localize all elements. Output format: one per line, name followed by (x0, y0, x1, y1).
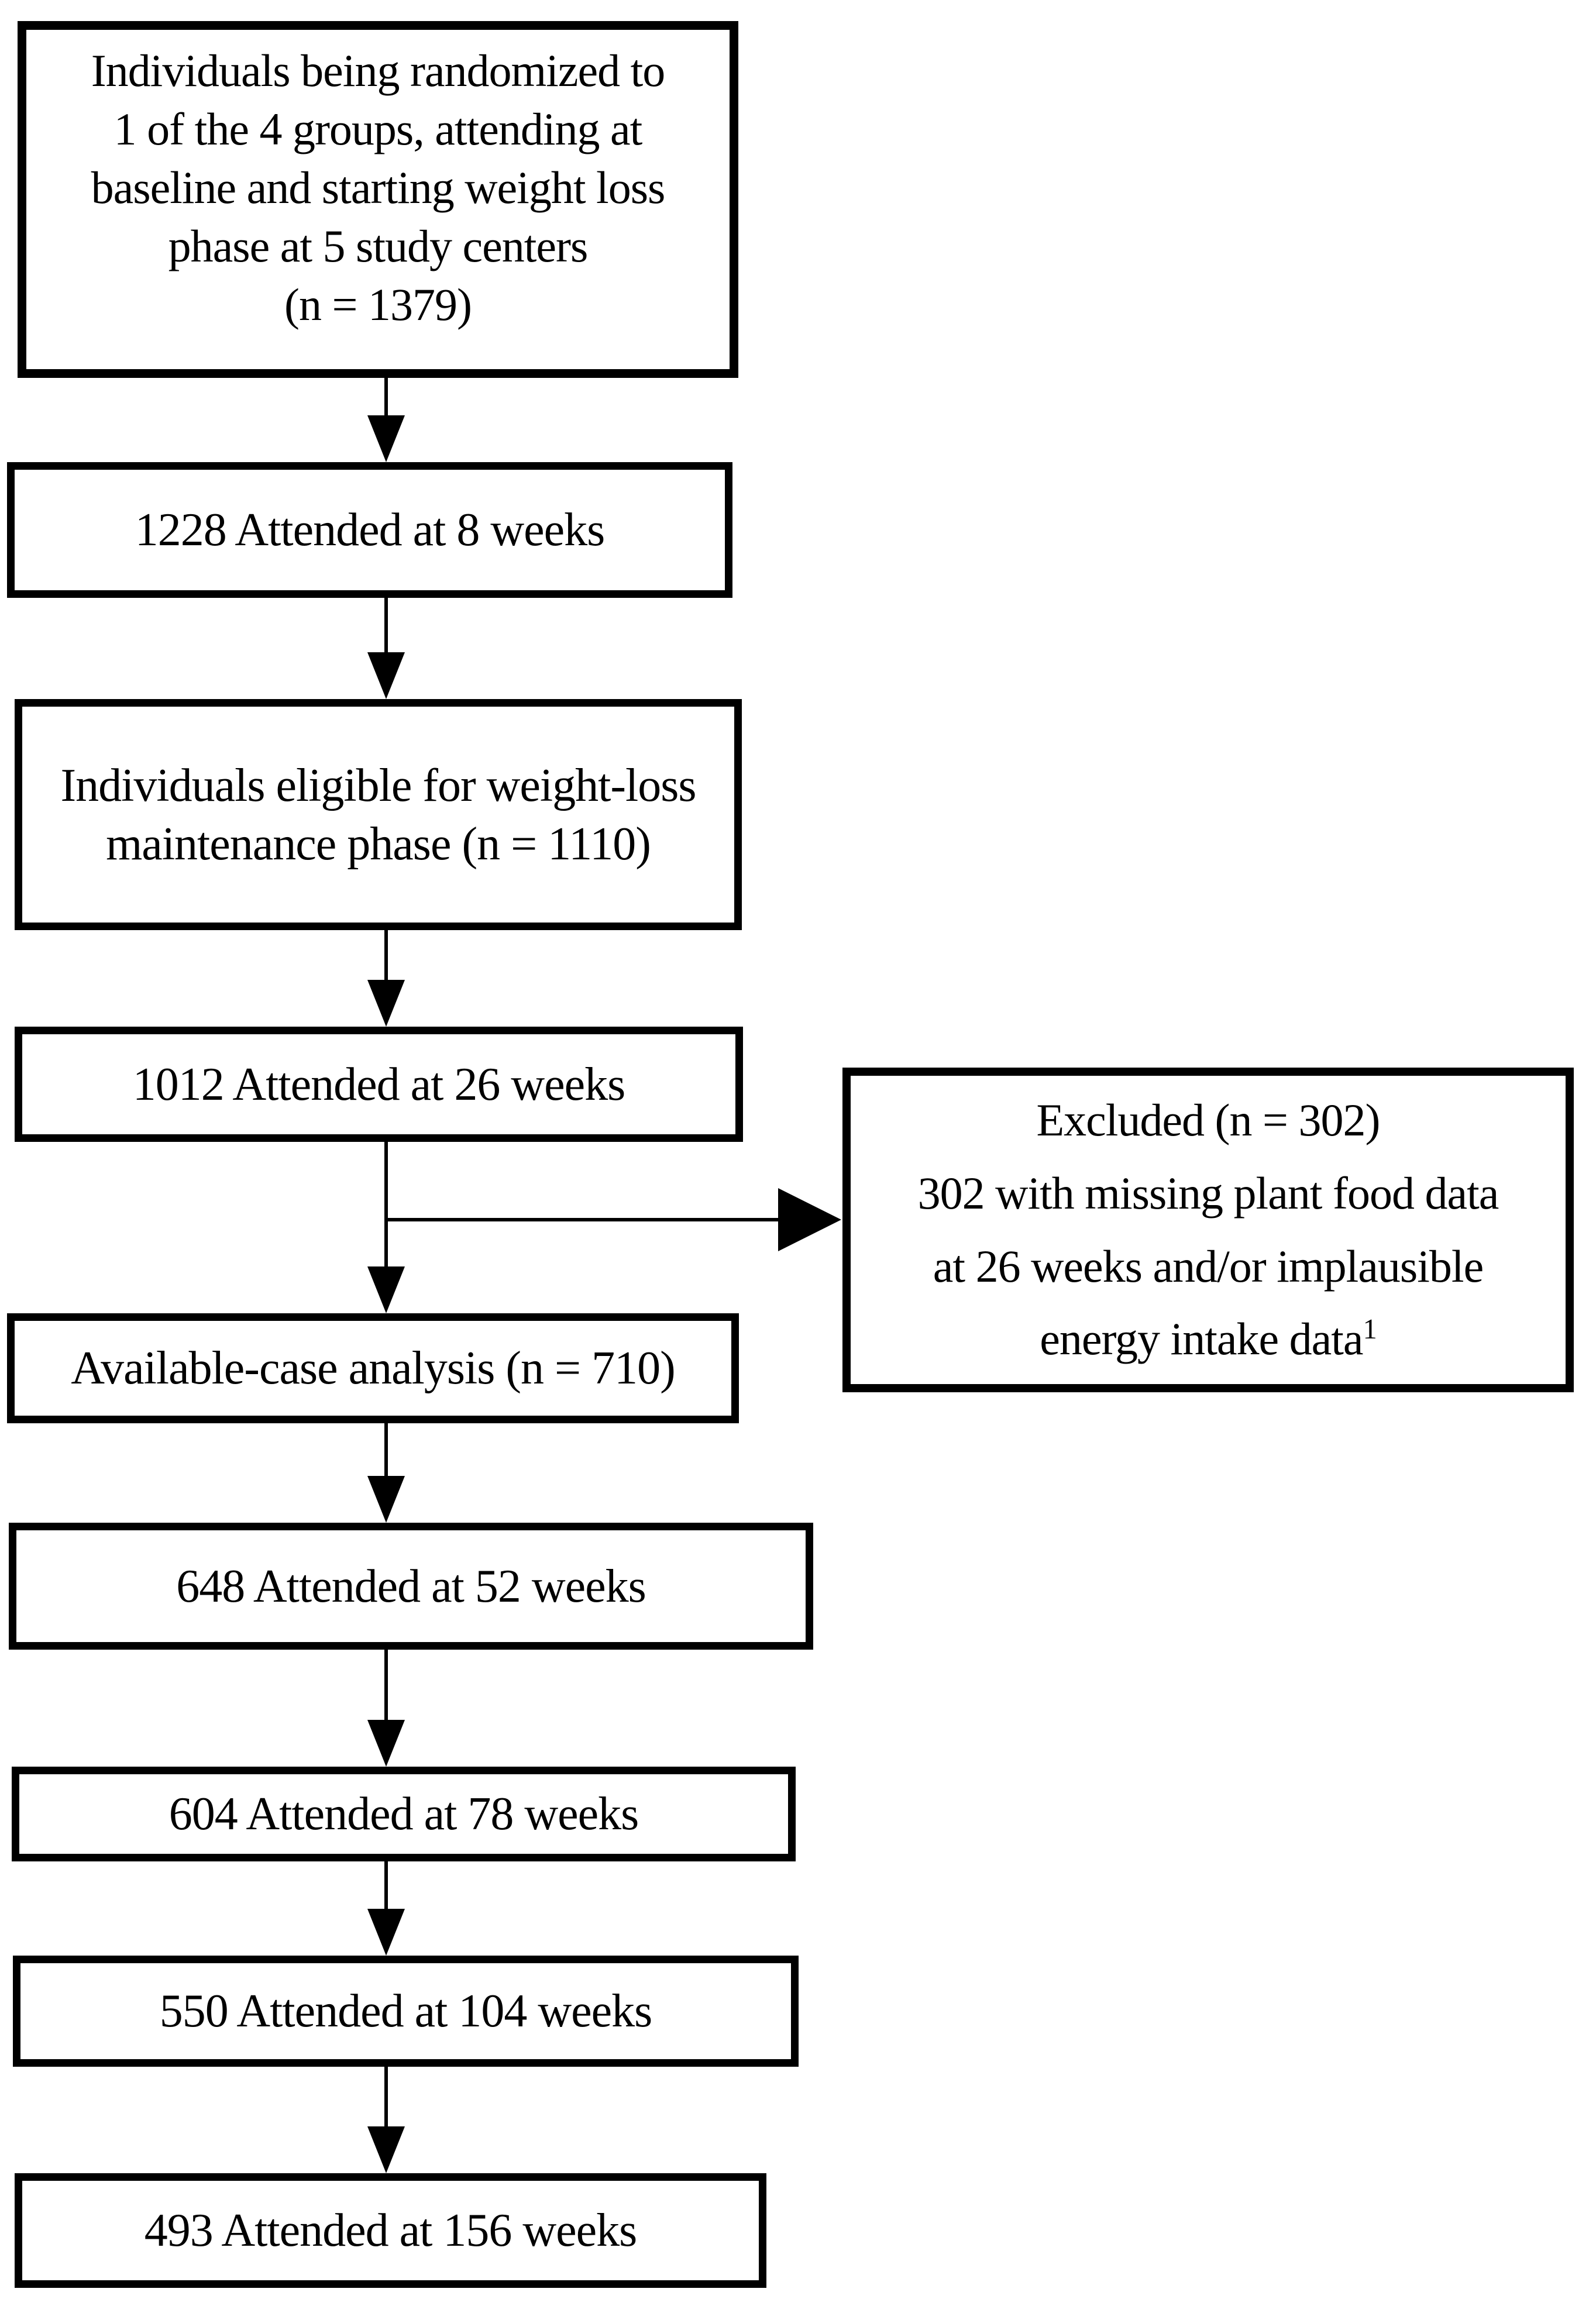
down-arrow-icon (367, 1423, 405, 1523)
text-line: baseline and starting weight loss (91, 162, 666, 214)
down-arrow-icon (367, 598, 405, 699)
footnote-marker: 1 (1363, 1314, 1377, 1345)
down-arrow-icon (367, 1861, 405, 1956)
box-text: 493 Attended at 156 weeks (144, 2205, 637, 2256)
text-line: Individuals eligible for weight-loss (60, 759, 696, 811)
box-text: 604 Attended at 78 weeks (168, 1788, 639, 1840)
box-attended-156-weeks: 493 Attended at 156 weeks (15, 2173, 766, 2288)
box-excluded: Excluded (n = 302) 302 with missing plant… (842, 1068, 1574, 1392)
text-line: (n = 1379) (284, 278, 472, 330)
box-text: Available-case analysis (n = 710) (71, 1343, 675, 1394)
text-line: 1 of the 4 groups, attending at (113, 104, 643, 155)
box-attended-8-weeks: 1228 Attended at 8 weeks (7, 462, 732, 598)
box-attended-52-weeks: 648 Attended at 52 weeks (9, 1523, 813, 1650)
box-eligible-maintenance: Individuals eligible for weight-loss main… (15, 699, 742, 930)
down-arrow-icon (367, 378, 405, 462)
text-line: maintenance phase (n = 1110) (106, 818, 651, 870)
text-line: phase at 5 study centers (168, 220, 589, 271)
text-line: 302 with missing plant food data (917, 1167, 1499, 1219)
box-attended-78-weeks: 604 Attended at 78 weeks (12, 1767, 796, 1861)
text-line: at 26 weeks and/or implausible (933, 1240, 1484, 1292)
down-arrow-icon (367, 1650, 405, 1767)
box-attended-104-weeks: 550 Attended at 104 weeks (13, 1956, 799, 2067)
down-arrow-icon (367, 930, 405, 1027)
box-text: 648 Attended at 52 weeks (176, 1560, 646, 1612)
down-arrow-icon (367, 2067, 405, 2173)
excluded-last-line-text: energy intake data (1040, 1313, 1363, 1365)
text-line: Individuals being randomized to (91, 45, 666, 97)
box-available-case-analysis: Available-case analysis (n = 710) (7, 1313, 739, 1423)
box-text: 1012 Attended at 26 weeks (132, 1058, 625, 1110)
right-arrow-icon (386, 1188, 841, 1251)
excluded-last-line: energy intake data1 (1040, 1303, 1377, 1376)
box-attended-26-weeks: 1012 Attended at 26 weeks (15, 1027, 743, 1142)
box-text: 550 Attended at 104 weeks (159, 1985, 652, 2037)
text-line: Excluded (n = 302) (1036, 1094, 1381, 1145)
excluded-lines: Excluded (n = 302) 302 with missing plant… (918, 1084, 1499, 1303)
down-arrow-icon (367, 1142, 405, 1313)
box-text: 1228 Attended at 8 weeks (135, 504, 605, 556)
box-randomized: Individuals being randomized to 1 of the … (18, 21, 738, 378)
